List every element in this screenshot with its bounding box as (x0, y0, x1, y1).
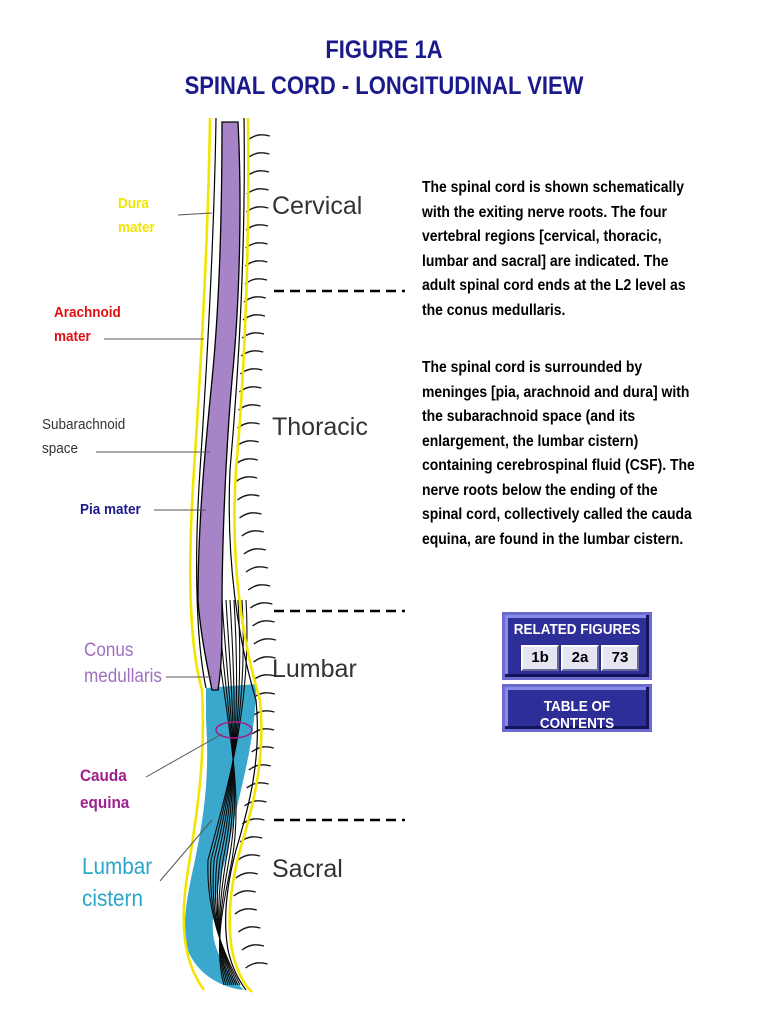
nerve-root (247, 134, 270, 141)
nerve-root (234, 476, 258, 483)
pia-label: Pia mater (80, 501, 141, 518)
region-sacral: Sacral (272, 855, 343, 883)
related-figures-title: RELATED FIGURES (513, 621, 641, 638)
related-figures-panel: RELATED FIGURES 1b 2a 73 (502, 612, 652, 680)
nerve-root (253, 638, 277, 645)
spinal-cord-body (197, 121, 241, 691)
region-lumbar: Lumbar (272, 655, 357, 683)
figure-73-button[interactable]: 73 (601, 645, 639, 671)
arachnoid-right (224, 117, 259, 991)
nerve-root (245, 566, 269, 573)
nerve-root (245, 224, 269, 231)
nerve-root (234, 908, 257, 915)
dura-right (228, 117, 263, 993)
figure-2a-button[interactable]: 2a (561, 645, 599, 671)
description-paragraph-1: The spinal cord is shown schematically w… (422, 179, 686, 319)
figure-number: FIGURE 1A (325, 36, 443, 64)
nerve-root (244, 260, 268, 267)
nerve-root (243, 548, 267, 555)
cauda-equina-strands (207, 599, 248, 986)
nerve-root (245, 206, 269, 213)
nerve-root (241, 818, 265, 825)
region-cervical: Cervical (272, 192, 363, 220)
nerve-root (241, 944, 265, 951)
nerve-root (253, 656, 276, 663)
table-of-contents-label: TABLE OF CONTENTS (539, 698, 615, 732)
nerve-root (236, 494, 260, 501)
nerve-root (247, 584, 271, 591)
lumbar-cistern-fill (184, 684, 256, 990)
arachnoid-left (196, 117, 217, 689)
table-of-contents-button[interactable]: TABLE OF CONTENTS (502, 684, 652, 732)
figure-title: SPINAL CORD - LONGITUDINAL VIEW (184, 72, 584, 100)
nerve-root (246, 170, 270, 177)
dura-left (182, 117, 212, 991)
lumbar-cistern-leader (159, 819, 213, 882)
nerve-root (252, 692, 276, 699)
nerve-root (235, 458, 258, 465)
nerve-root (244, 278, 268, 285)
dura-leader (177, 212, 213, 216)
nerve-root (239, 512, 262, 519)
nerve-root (252, 620, 275, 627)
nerve-root (237, 926, 261, 933)
cauda-equina-marker (215, 721, 253, 739)
nerve-root (251, 746, 274, 753)
nerve-root (236, 440, 259, 447)
nerve-root (241, 530, 264, 537)
cauda-strand (207, 599, 248, 986)
nerve-root (251, 728, 275, 735)
nerve-root (237, 854, 261, 861)
nerve-root (235, 872, 259, 879)
nerve-root (249, 602, 273, 609)
description-paragraph-2: The spinal cord is surrounded by meninge… (422, 359, 695, 548)
nerve-root (246, 188, 269, 195)
nerve-root (233, 890, 256, 897)
nerve-root (245, 962, 268, 969)
nerve-root (244, 800, 267, 807)
region-thoracic: Thoracic (272, 413, 368, 441)
figure-1b-button[interactable]: 1b (521, 645, 559, 671)
nerve-root (247, 152, 270, 159)
nerve-roots (233, 134, 277, 969)
cauda-leader (145, 733, 223, 778)
nerve-root (252, 710, 275, 717)
